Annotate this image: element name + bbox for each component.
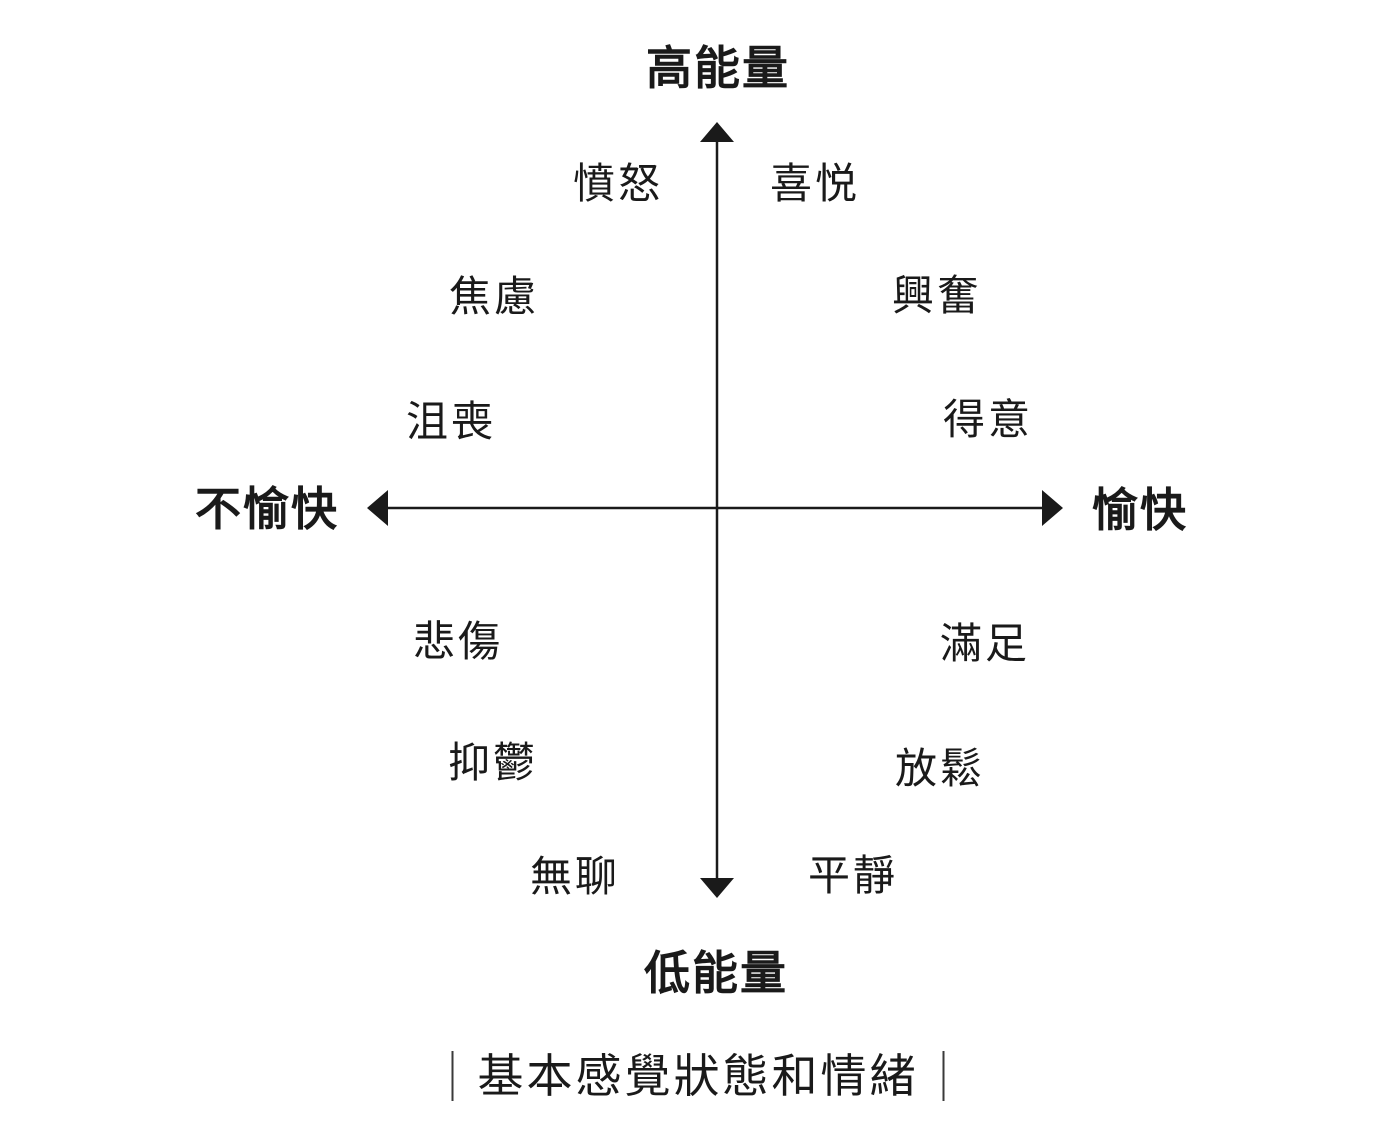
diagram-caption: 基本感覺狀態和情緒 (451, 1050, 945, 1102)
emotion-label-anger: 憤怒 (572, 160, 664, 207)
caption-text: 基本感覺狀態和情緒 (477, 1050, 919, 1102)
arrowhead-left-icon (367, 490, 388, 526)
emotion-label-anxiety: 焦慮 (448, 273, 540, 320)
emotion-label-excitement: 興奮 (891, 272, 983, 319)
axis-label-unpleasant: 不愉快 (195, 483, 339, 535)
emotion-label-boredom: 無聊 (529, 853, 621, 900)
arrowhead-down-icon (700, 878, 734, 898)
emotion-label-satisfaction: 滿足 (939, 620, 1031, 667)
arrowhead-up-icon (700, 122, 734, 142)
emotion-label-depression: 抑鬱 (447, 739, 539, 786)
emotion-label-calm: 平靜 (807, 852, 899, 899)
axis-label-pleasant: 愉快 (1092, 484, 1188, 536)
axis-label-high-energy: 高能量 (646, 42, 790, 94)
emotion-label-joy: 喜悦 (769, 160, 861, 207)
caption-bar-right (942, 1051, 945, 1101)
arrowhead-right-icon (1042, 490, 1063, 526)
emotion-label-relaxation: 放鬆 (894, 745, 986, 792)
axis-label-low-energy: 低能量 (644, 947, 788, 999)
caption-bar-left (451, 1051, 454, 1101)
emotion-label-sadness: 悲傷 (412, 618, 504, 665)
emotion-label-frustration: 沮喪 (405, 398, 497, 445)
emotion-label-pride: 得意 (942, 396, 1034, 443)
